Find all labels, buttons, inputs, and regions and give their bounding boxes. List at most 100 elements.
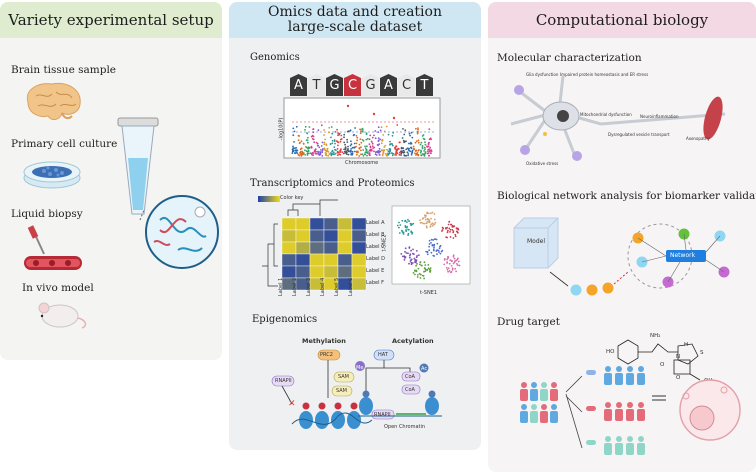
me-label: Me (356, 365, 364, 371)
snp-point (385, 125, 388, 128)
snp-point (401, 137, 404, 139)
methyl-mark (318, 402, 326, 410)
heatmap-cell (295, 229, 311, 243)
snp-point (324, 154, 327, 156)
tsne-point (435, 238, 438, 241)
snp-point (321, 155, 324, 157)
snp-point (351, 153, 354, 156)
tsne-point (411, 262, 414, 264)
snp-point (419, 143, 422, 146)
tsne-point (454, 267, 457, 270)
snp-point (302, 153, 305, 156)
heatmap-col-label: Label 3 (306, 277, 312, 296)
mol-h: H (684, 342, 689, 348)
snp-point (385, 153, 388, 156)
snp-point (291, 152, 294, 154)
heatmap-cell (309, 253, 325, 267)
tsne-point (433, 213, 436, 215)
mol-o1: O (660, 362, 665, 368)
snp-point (358, 155, 361, 157)
person-head (541, 404, 547, 410)
heatmap-cell (309, 229, 325, 243)
heatmap-col-label: Label 4 (320, 277, 326, 296)
snp-point (414, 141, 417, 144)
rnapii2-label: RNAPII (374, 412, 391, 418)
tsne-point (416, 276, 419, 278)
tsne-point (453, 261, 456, 264)
tsne-point (455, 263, 458, 265)
methylation-label: Methylation (302, 337, 346, 345)
snp-point (375, 151, 378, 153)
tsne-point (432, 249, 435, 252)
snp-point (371, 145, 374, 147)
tsne-point (409, 253, 412, 256)
tsne-point (398, 232, 401, 234)
snp-point (347, 145, 349, 148)
snp-point (388, 152, 390, 155)
snp-point (380, 142, 383, 145)
snp-point (340, 134, 343, 137)
tsne-point (426, 217, 429, 220)
tsne-point (409, 260, 412, 262)
heatmap-cell (281, 217, 297, 231)
rnapii-label: RNAPII (275, 378, 292, 384)
person-head (638, 366, 644, 372)
heatmap-cell (351, 217, 367, 231)
tsne-point (442, 227, 445, 230)
snp-point (360, 149, 362, 152)
tsne-point (401, 231, 404, 234)
annotation-axonopathy: Axonopathy (686, 136, 710, 141)
snp-point (414, 152, 416, 155)
tsne-point (448, 220, 451, 223)
snp-point (410, 147, 413, 150)
snp-point (300, 150, 302, 153)
snp-point (396, 148, 399, 151)
snp-point (360, 141, 363, 144)
tsne-point (412, 272, 415, 274)
epigenomics-label: Epigenomics (252, 314, 318, 325)
snp-point (370, 149, 373, 152)
tsne-point (431, 225, 434, 227)
snp-point (428, 154, 430, 157)
dna-base-g: G (362, 74, 379, 96)
person-body (604, 373, 612, 385)
snp-point (383, 146, 386, 148)
snp-point (411, 136, 414, 139)
methyl-mark (350, 402, 358, 410)
tsne-point (425, 225, 428, 227)
tsne-point (451, 267, 454, 270)
snp-point (430, 152, 432, 154)
snp-point (331, 149, 334, 152)
tsne-point (448, 262, 451, 265)
snp-point (377, 137, 380, 139)
primary-cell-label: Primary cell culture (11, 138, 118, 150)
snp-point (408, 132, 411, 135)
snp-point (428, 141, 430, 144)
neuron-illustration (510, 75, 726, 161)
network-diagram (513, 217, 730, 296)
test-tube-icon (117, 117, 159, 215)
snp-point (423, 155, 426, 157)
snp-point (412, 145, 415, 148)
snp-point (421, 146, 424, 149)
snp-point (411, 149, 414, 152)
nucleosome (331, 411, 345, 429)
snp-point (360, 146, 362, 148)
person-head (616, 436, 622, 442)
tsne-point (415, 264, 417, 267)
tsne-point (430, 212, 432, 215)
snp-point (381, 153, 384, 156)
snp-point (298, 135, 301, 137)
tsne-point (416, 255, 418, 257)
tsne-point (433, 244, 435, 246)
snp-point (307, 150, 310, 152)
omics-title-line2: large-scale dataset (287, 19, 423, 35)
snp-point (295, 150, 298, 152)
snp-point (299, 148, 302, 151)
tsne-point (458, 264, 461, 267)
snp-point (347, 153, 350, 156)
snp-point (407, 154, 409, 157)
sam-label: SAM (338, 374, 350, 380)
heatmap-cell (281, 241, 297, 255)
person-head (627, 402, 633, 408)
